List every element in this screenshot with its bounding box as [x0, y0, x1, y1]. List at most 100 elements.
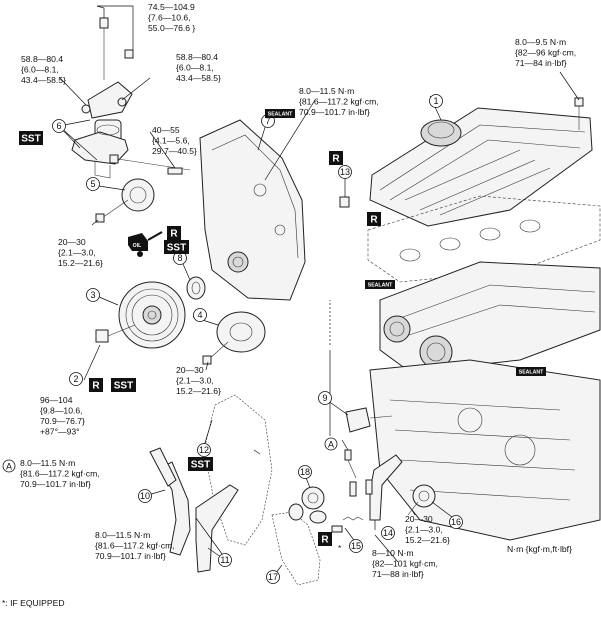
callout-circle: [298, 465, 312, 479]
callout-label: 9: [322, 393, 327, 403]
tensioner-spring-15: [331, 516, 364, 533]
marker-a-1-text: A: [6, 462, 12, 472]
callout-16: 16: [449, 515, 463, 529]
torque-line: 71—84 in·lbf}: [515, 58, 567, 68]
torque-line: 55.0—76.6 }: [148, 23, 195, 33]
torque-t2: 58.8—80.4{6.0—8.1,43.4—58.5}: [21, 54, 66, 85]
sealant-badge-label: SEALANT: [519, 369, 544, 375]
r-badge: R: [367, 212, 381, 226]
sealant-badge: SEALANT: [365, 280, 395, 289]
callout-2: 2: [69, 372, 83, 386]
callout-label: 11: [220, 555, 229, 565]
chain-guide-10: [159, 461, 191, 556]
callout-label: 6: [56, 121, 61, 131]
engine-mount-assembly: [71, 81, 133, 179]
callout-label: 8: [177, 253, 182, 263]
callout-5: 5: [86, 177, 100, 191]
torque-line: 8—10 N·m: [372, 548, 414, 558]
callout-label: 3: [90, 290, 95, 300]
sprocket-16: [407, 484, 436, 516]
torque-line: 8.0—11.5 N·m: [95, 530, 150, 540]
callout-label: 17: [268, 572, 278, 582]
torque-line: {2.1—3.0,: [58, 248, 96, 258]
callout-9: 9: [318, 391, 332, 405]
torque-line: 74.5—104.9: [148, 2, 195, 12]
torque-t7: 20—30{2.1—3.0,15.2—21.6}: [58, 237, 103, 268]
r-badge-label: R: [332, 154, 340, 165]
tensioner-9: [345, 407, 393, 433]
torque-line: {81.6—117.2 kgf·cm,: [20, 469, 100, 479]
callout-4: 4: [193, 308, 207, 322]
sealant-badge-box: [265, 109, 295, 118]
callout-circle: [86, 288, 100, 302]
callout-label: 7: [265, 116, 270, 126]
r-badge-label: R: [321, 535, 329, 546]
torque-line: 15.2—21.6}: [405, 535, 450, 545]
torque-t6: 8.0—9.5 N·m{82—96 kgf·cm,71—84 in·lbf}: [515, 37, 576, 68]
unit-note: N·m {kgf·m,ft·lbf}: [507, 544, 572, 554]
callout-circle: [52, 119, 66, 133]
torque-t13: 8—10 N·m{82—101 kgf·cm,71—88 in·lbf}: [372, 548, 438, 579]
callout-circle: [381, 526, 395, 540]
head-cover-bolt: [574, 97, 584, 130]
r-badge: R: [318, 532, 332, 546]
torque-line: 40—55: [152, 125, 180, 135]
callout-1: 1: [429, 94, 443, 108]
r-badge-box: [89, 378, 103, 392]
callout-circle: [193, 308, 207, 322]
torque-line: {82—96 kgf·cm,: [515, 48, 576, 58]
sst-badge-box: [164, 240, 189, 254]
torque-line: 71—88 in·lbf}: [372, 569, 424, 579]
engine-front-cover: [199, 119, 306, 301]
torque-line: {4.1—5.6,: [152, 136, 190, 146]
callout-label: 2: [73, 374, 78, 384]
callout-circle: [218, 553, 232, 567]
sealant-badge: SEALANT: [265, 109, 295, 118]
sst-badge: SST: [164, 240, 189, 254]
callout-circle: [266, 570, 280, 584]
marker-a-2: A: [324, 437, 338, 451]
idler-pulley-lower: [202, 311, 266, 365]
torque-line: 58.8—80.4: [21, 54, 63, 64]
torque-line: +87°—93°: [40, 427, 80, 437]
marker-a-1: A: [2, 459, 16, 473]
callout-label: 5: [90, 179, 95, 189]
sealant-badge: SEALANT: [516, 367, 546, 376]
sst-badge-box: [188, 457, 213, 471]
footnote: *: IF EQUIPPED: [2, 598, 65, 608]
torque-line: 15.2—21.6}: [176, 386, 221, 396]
mount-bolt-top: [99, 17, 134, 80]
sst-badge-label: SST: [191, 460, 210, 471]
torque-line: {2.1—3.0,: [176, 376, 214, 386]
callout-circle: [69, 372, 83, 386]
torque-line: 29.7—40.5}: [152, 146, 197, 156]
r-badge: R: [89, 378, 103, 392]
cylinder-head-gasket: [367, 195, 601, 283]
torque-line: {81.6—117.2 kgf·cm,: [95, 541, 175, 551]
plug-13: [339, 196, 350, 208]
torque-line: 8.0—11.5 N·m: [299, 86, 354, 96]
torque-line: {6.0—8.1,: [176, 63, 214, 73]
torque-t1: 74.5—104.9{7.6—10.6,55.0—76.6 }: [148, 2, 195, 33]
callout-label: 12: [199, 445, 209, 455]
callout-label: 14: [383, 528, 393, 538]
tensioner-bolts-a: [344, 449, 357, 479]
torque-line: 70.9—101.7 in·lbf}: [95, 551, 166, 561]
torque-line: 43.4—58.5}: [176, 73, 221, 83]
sealant-badge-label: SEALANT: [268, 111, 293, 117]
r-badge-label: R: [92, 381, 100, 392]
torque-line: 15.2—21.6}: [58, 258, 103, 268]
front-cover-bolt: [109, 154, 191, 175]
sst-badge: SST: [19, 131, 43, 145]
callout-circle: [197, 443, 211, 457]
callout-15: 15: [349, 539, 363, 553]
torque-t5: 8.0—11.5 N·m{81.6—117.2 kgf·cm,70.9—101.…: [299, 86, 379, 117]
torque-line: 43.4—58.5}: [21, 75, 66, 85]
torque-line: 8.0—9.5 N·m: [515, 37, 566, 47]
r-badge-label: R: [370, 215, 378, 226]
torque-line: 70.9—76.7}: [40, 416, 85, 426]
torque-line: 20—30: [405, 514, 433, 524]
